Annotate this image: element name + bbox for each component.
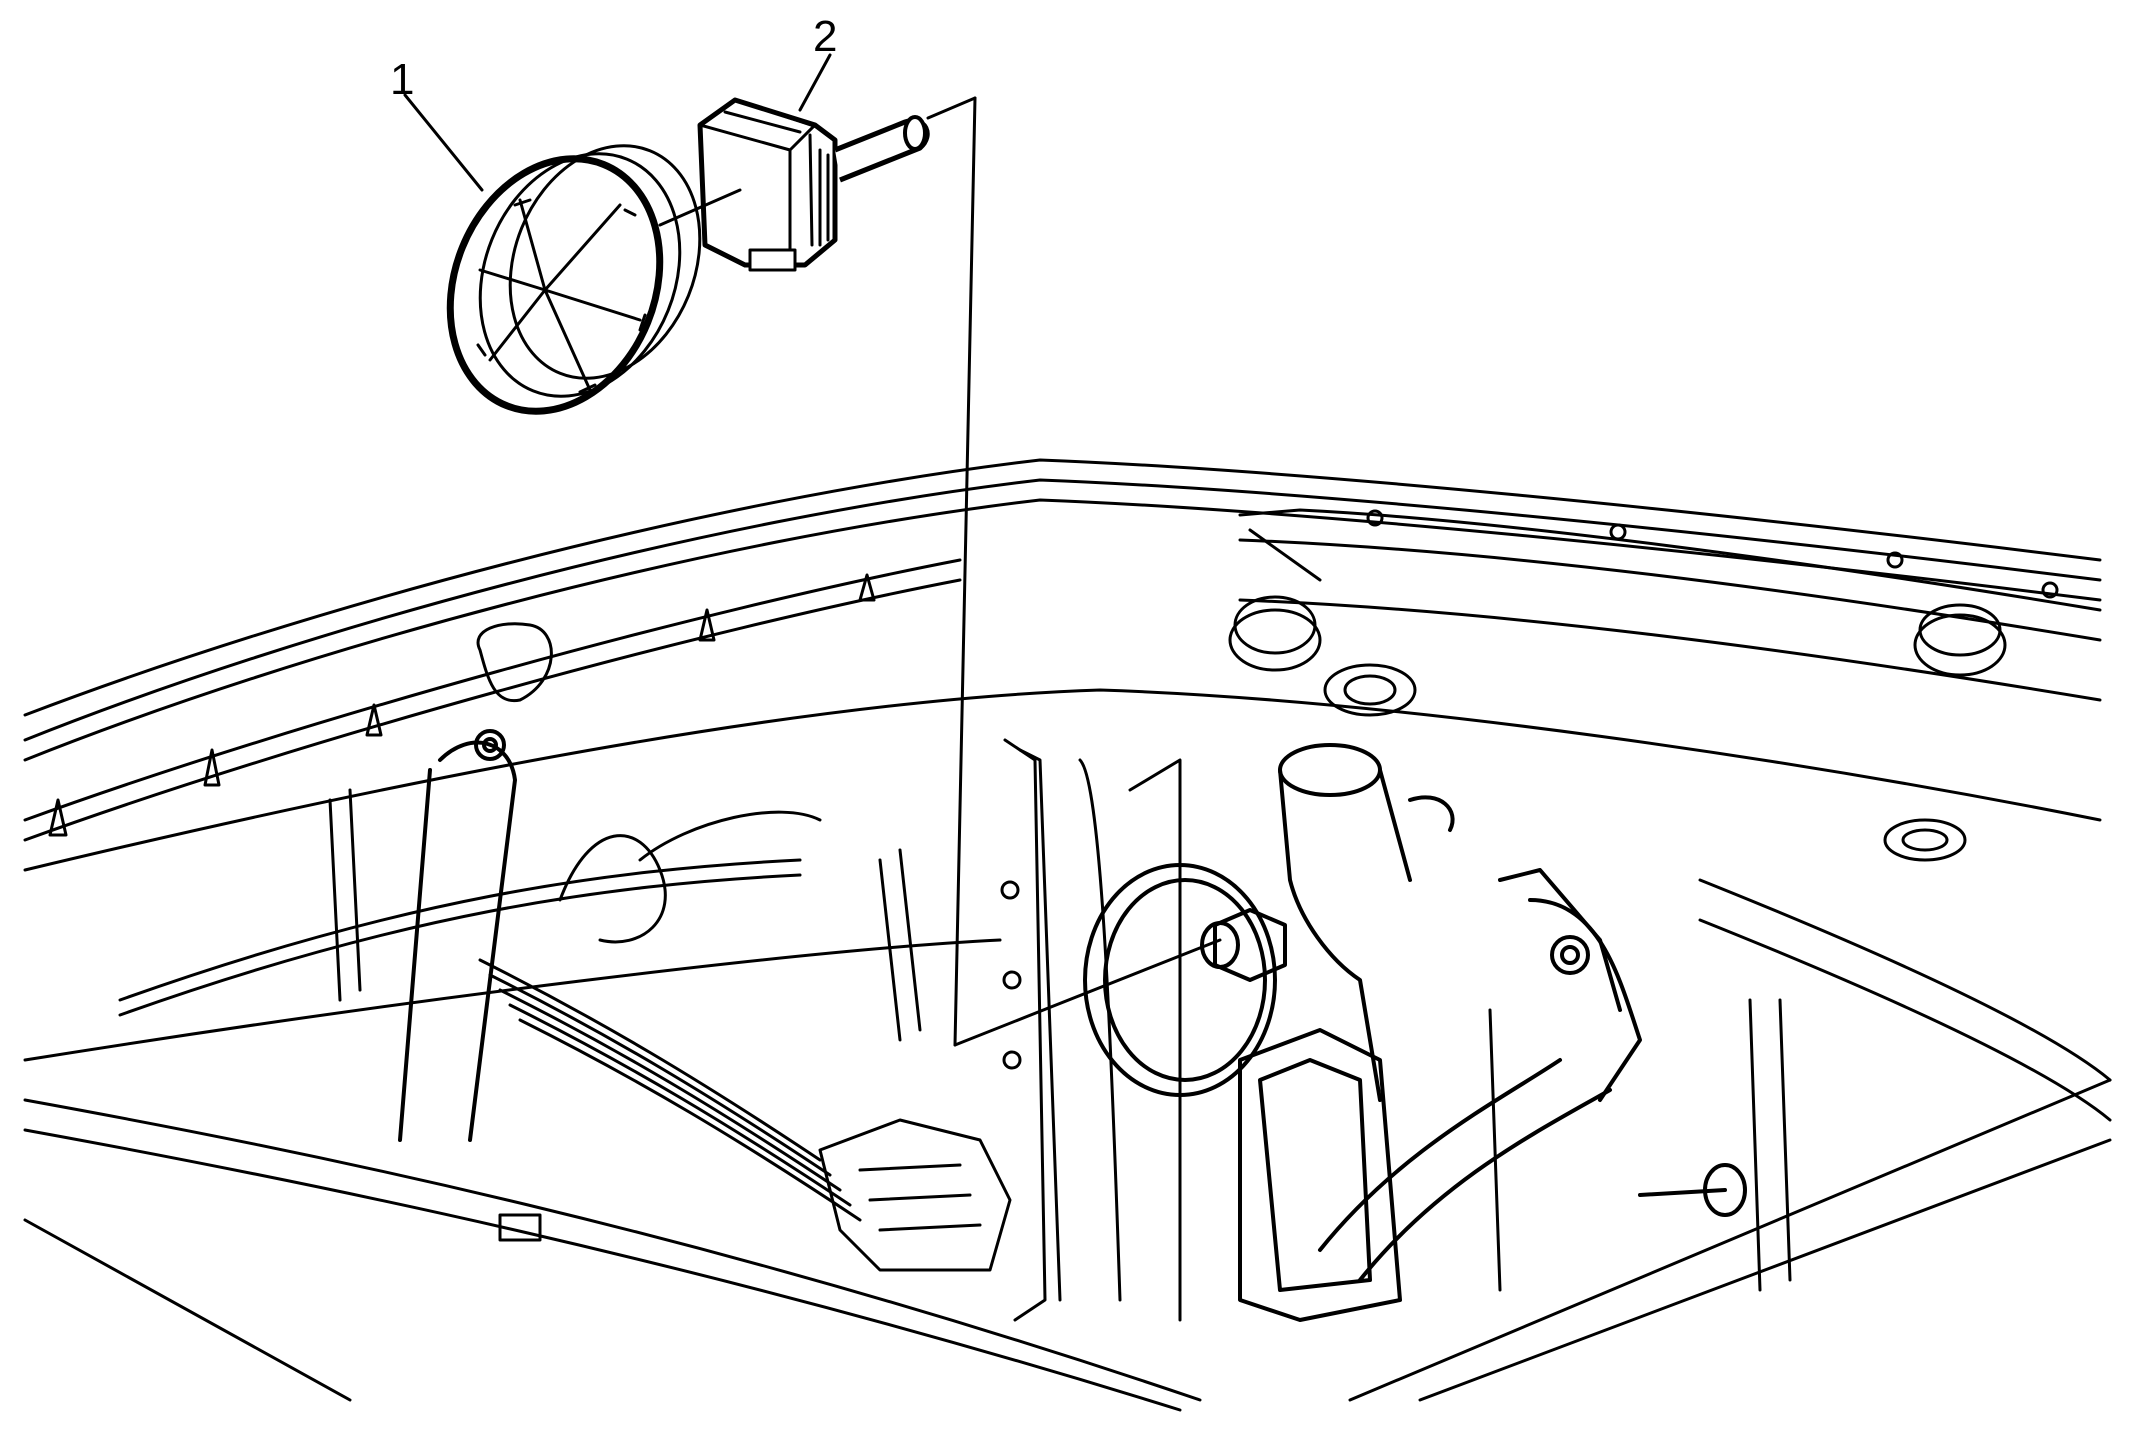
coolant-reservoir <box>1238 743 1455 1322</box>
wiring-harness <box>118 810 862 1222</box>
upper-hose <box>398 729 517 1142</box>
leader-2 <box>798 53 832 112</box>
strut-towers <box>1228 595 2007 862</box>
panel-clips <box>48 509 2059 837</box>
callout-2: 2 <box>813 12 838 61</box>
body-outline <box>23 458 2112 1412</box>
sensor-module <box>697 97 930 272</box>
connector-cluster <box>498 1118 1012 1272</box>
frame-members <box>328 788 1792 1292</box>
leader-1 <box>403 93 484 192</box>
fan-ring <box>1083 863 1287 1097</box>
callout-1: 1 <box>390 55 415 104</box>
detail-pointer <box>926 96 1222 1047</box>
sensor-cap <box>446 144 702 415</box>
radiator-core <box>1000 738 1182 1322</box>
lower-hose <box>1318 868 1747 1282</box>
